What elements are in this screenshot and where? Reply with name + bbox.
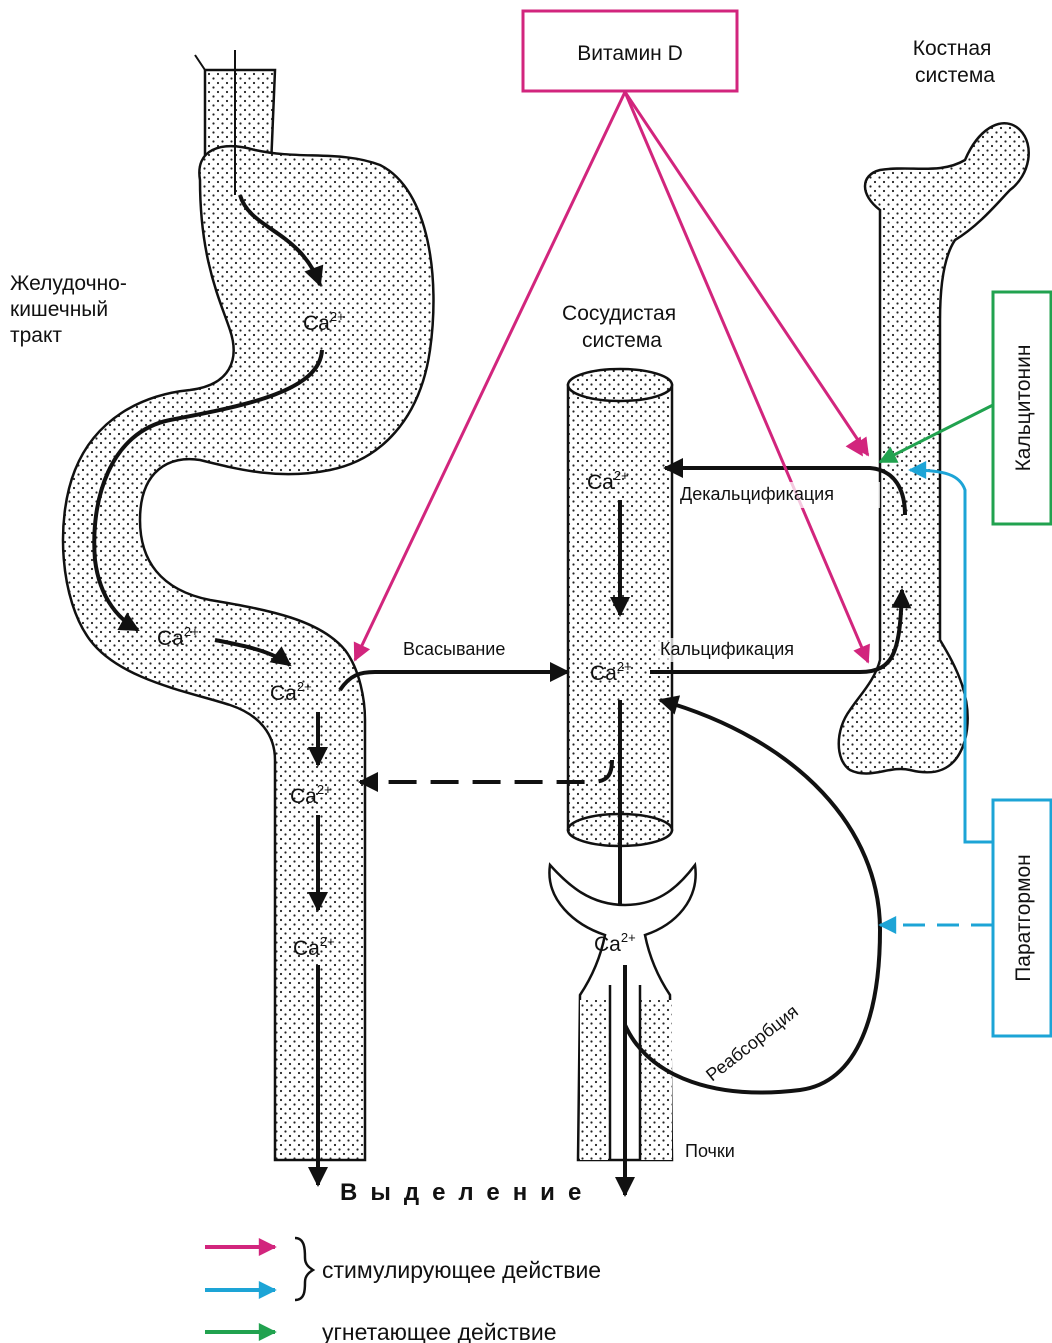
vitamin-d-label: Витамин D xyxy=(577,42,683,65)
reabsorption-label: Реабсорбция xyxy=(702,1001,802,1085)
absorption-label: Всасывание xyxy=(403,639,505,659)
legend-stimulating-text: стимулирующее действие xyxy=(322,1257,601,1283)
calcification-label: Кальцификация xyxy=(660,639,794,659)
skeletal-label: Костная система xyxy=(913,37,998,87)
decalcification-label: Декальцификация xyxy=(680,484,834,504)
legend-inhibiting-text: угнетающее действие xyxy=(322,1319,557,1343)
legend: стимулирующее действие угнетающее действ… xyxy=(205,1238,601,1343)
legend-brace xyxy=(295,1238,313,1300)
kidney-shape xyxy=(549,865,695,1160)
excretion-label: Выделение xyxy=(340,1179,594,1206)
vascular-label: Сосудистая система xyxy=(562,302,682,352)
calcitonin-label: Кальцитонин xyxy=(1012,345,1035,472)
kidneys-label: Почки xyxy=(685,1141,735,1161)
gi-tract-label: Желудочно- кишечный тракт xyxy=(10,272,133,347)
gi-tract-shape xyxy=(63,50,433,1160)
parathormone-label: Паратгормон xyxy=(1012,854,1035,982)
